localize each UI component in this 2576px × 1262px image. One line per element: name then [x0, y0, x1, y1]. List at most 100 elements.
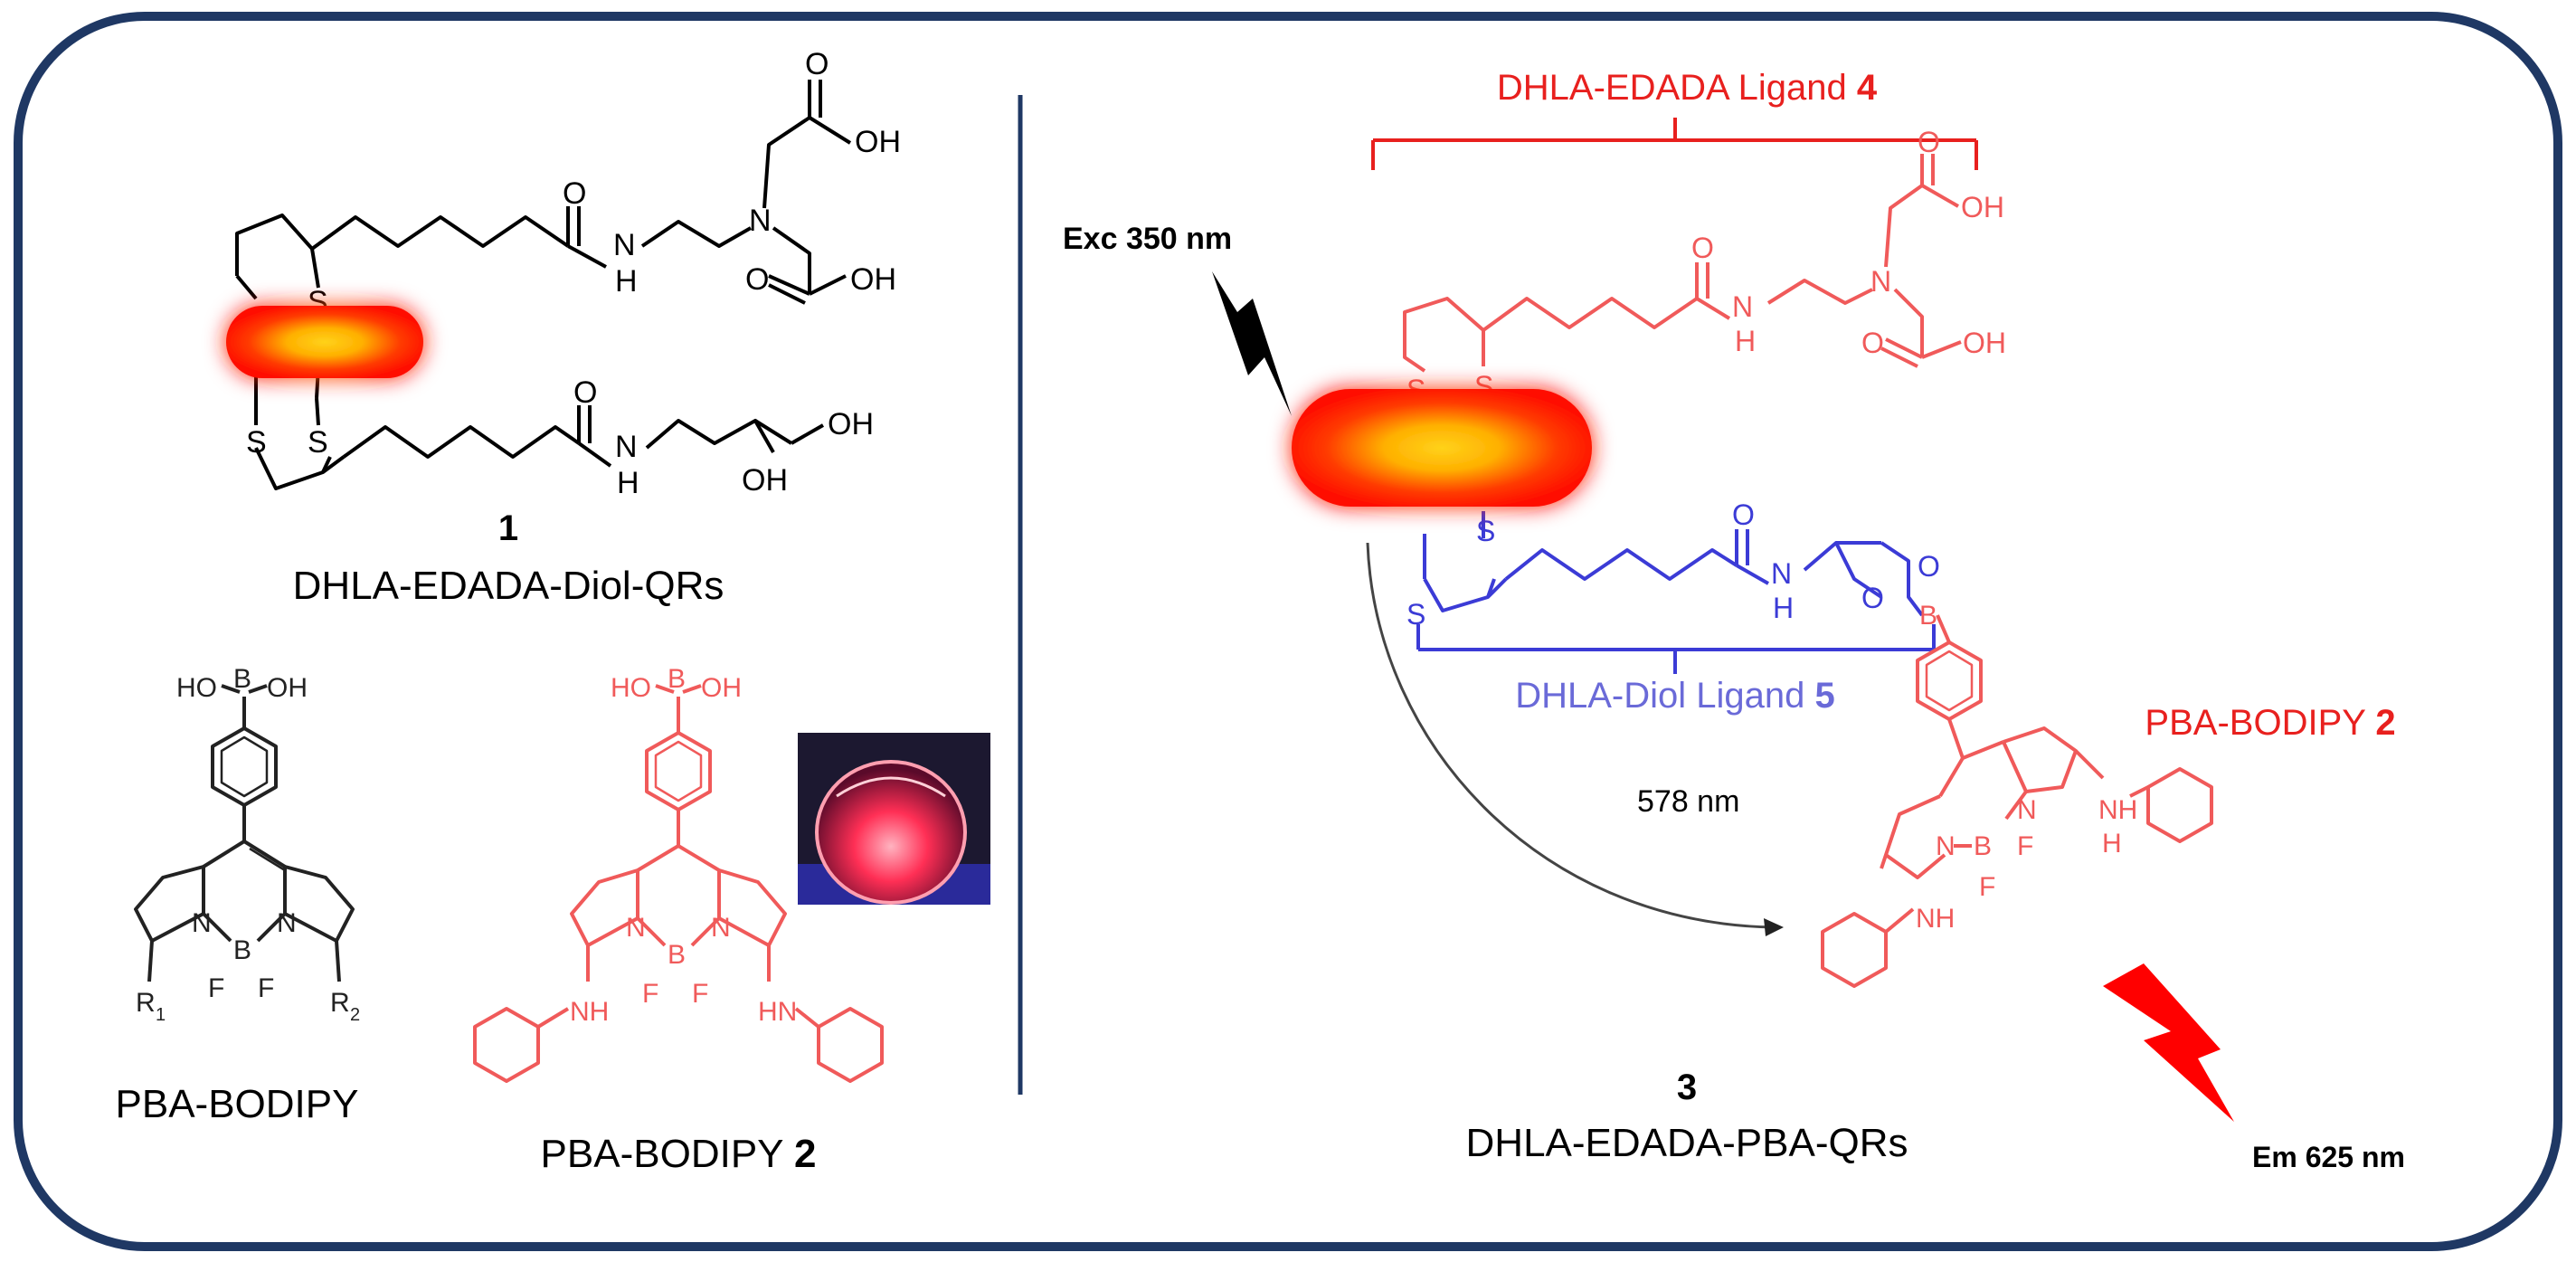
atom-s: S: [246, 425, 267, 460]
quantum-rod-1: [226, 306, 423, 378]
atom-b: B: [233, 664, 251, 694]
atom-n: N: [192, 908, 212, 938]
pba-bodipy-atoms: HO B OH N N B F F R 1 R 2: [136, 664, 360, 1025]
atom-b: B: [1974, 831, 1992, 861]
atom-o: O: [1918, 126, 1940, 158]
atom-nh: NH: [1916, 904, 1955, 934]
atom-n: N: [2017, 795, 2037, 825]
compound-1-name: DHLA-EDADA-Diol-QRs: [293, 564, 724, 608]
atom-f: F: [258, 973, 274, 1003]
excitation-label: Exc 350 nm: [1063, 222, 1232, 256]
atom-oh: OH: [850, 262, 896, 297]
atom-f: F: [692, 979, 708, 1009]
atom-n: N: [626, 913, 646, 943]
energy-transfer-arrow: [1366, 542, 1774, 929]
attached-bodipy-atoms: B N N B F F NH H NH: [1916, 601, 2137, 934]
atom-hn: HN: [758, 997, 797, 1027]
atom-s: S: [308, 425, 328, 460]
atom-oh: OH: [1963, 327, 2006, 359]
excitation-lightning-icon: [1212, 271, 1292, 416]
attached-bodipy-name: PBA-BODIPY: [2145, 703, 2375, 743]
pba-bodipy-name: PBA-BODIPY: [116, 1082, 359, 1126]
attached-bodipy-number: 2: [2375, 703, 2395, 743]
atom-f: F: [2017, 831, 2033, 861]
quantum-rod-3: [1292, 389, 1592, 507]
atom-b: B: [1919, 601, 1937, 631]
atom-oh: OH: [742, 463, 788, 498]
atom-b: B: [668, 940, 686, 970]
atom-n: N: [1771, 557, 1792, 590]
atom-ho: HO: [176, 673, 217, 703]
atom-oh: OH: [855, 125, 901, 159]
atom-h: H: [1735, 325, 1756, 357]
atom-n: N: [1870, 265, 1891, 298]
atom-n: N: [749, 204, 772, 238]
atom-n: N: [277, 908, 297, 938]
atom-nh: NH: [570, 997, 609, 1027]
atom-o: O: [563, 176, 586, 211]
atom-f: F: [1979, 872, 1995, 902]
ligand-5-number: 5: [1815, 676, 1835, 716]
atom-s: S: [1406, 598, 1425, 631]
ligand-5-structure: [1423, 511, 1924, 617]
emission-lightning-icon: [2103, 963, 2234, 1122]
pba-bodipy-2-label: PBA-BODIPY: [541, 1132, 794, 1176]
ligand-4-number: 4: [1857, 68, 1878, 108]
ligand-4-name: DHLA-EDADA Ligand: [1497, 68, 1857, 108]
atom-oh: OH: [1961, 191, 2004, 223]
atom-n: N: [615, 430, 638, 464]
atom-h: H: [615, 264, 638, 299]
pba-bodipy-2-atoms: HO B OH N N B F F NH HN: [570, 664, 797, 1027]
pba-bodipy-2-structure: [473, 684, 884, 1083]
pba-bodipy-2-number: 2: [794, 1132, 816, 1176]
fluorescent-flask-photo: [798, 733, 990, 905]
atom-r: R: [136, 988, 156, 1018]
atom-o: O: [1861, 582, 1884, 614]
atom-n: N: [1936, 831, 1956, 861]
atom-ho: HO: [611, 673, 651, 703]
transfer-wavelength: 578 nm: [1637, 784, 1739, 819]
ligand-4-bracket: [1371, 118, 1978, 170]
atom-b: B: [668, 664, 686, 694]
atom-o: O: [745, 262, 769, 297]
atom-r: R: [330, 988, 350, 1018]
ligand-5-atoms: S S O N H O O: [1406, 498, 1940, 631]
pba-bodipy-2-name: PBA-BODIPY 2: [541, 1132, 817, 1176]
atom-oh: OH: [828, 407, 874, 441]
atom-o: O: [1691, 232, 1714, 264]
compound-3-name: DHLA-EDADA-PBA-QRs: [1466, 1121, 1908, 1165]
atom-oh: OH: [267, 673, 308, 703]
atom-o: O: [1732, 498, 1755, 531]
compound-3-number: 3: [1677, 1067, 1697, 1107]
atom-n: N: [1732, 290, 1753, 323]
atom-o: O: [573, 375, 597, 410]
emission-label: Em 625 nm: [2252, 1141, 2405, 1173]
atom-h: H: [2102, 829, 2122, 859]
compound-1-atoms: S S S S O N H N O OH O OH O N H OH OH: [246, 47, 901, 500]
attached-bodipy-label: PBA-BODIPY 2: [2145, 703, 2395, 743]
ligand-5-bracket: [1416, 624, 1936, 674]
atom-n: N: [613, 228, 636, 262]
atom-o: O: [1861, 327, 1884, 359]
pba-bodipy-structure: [134, 684, 355, 982]
atom-n: N: [711, 913, 731, 943]
compound-1-structure: [235, 80, 852, 490]
atom-f: F: [642, 979, 658, 1009]
atom-f: F: [208, 973, 224, 1003]
atom-r-sub: 2: [350, 1005, 360, 1025]
atom-h: H: [1773, 592, 1794, 624]
ligand-5-name: DHLA-Diol Ligand: [1515, 676, 1814, 716]
arrow-head-icon: [1764, 918, 1784, 936]
atom-o: O: [1918, 550, 1940, 583]
atom-h: H: [617, 466, 639, 500]
atom-nh: NH: [2098, 795, 2137, 825]
attached-bodipy-structure: [1821, 614, 2213, 988]
atom-oh: OH: [701, 673, 742, 703]
atom-s: S: [1476, 515, 1495, 547]
ligand-5-label: DHLA-Diol Ligand 5: [1515, 676, 1835, 716]
atom-o: O: [805, 47, 829, 81]
ligand-4-label: DHLA-EDADA Ligand 4: [1497, 68, 1878, 108]
compound-1-number: 1: [498, 508, 518, 548]
ligand-4-structure: [1403, 154, 1962, 373]
